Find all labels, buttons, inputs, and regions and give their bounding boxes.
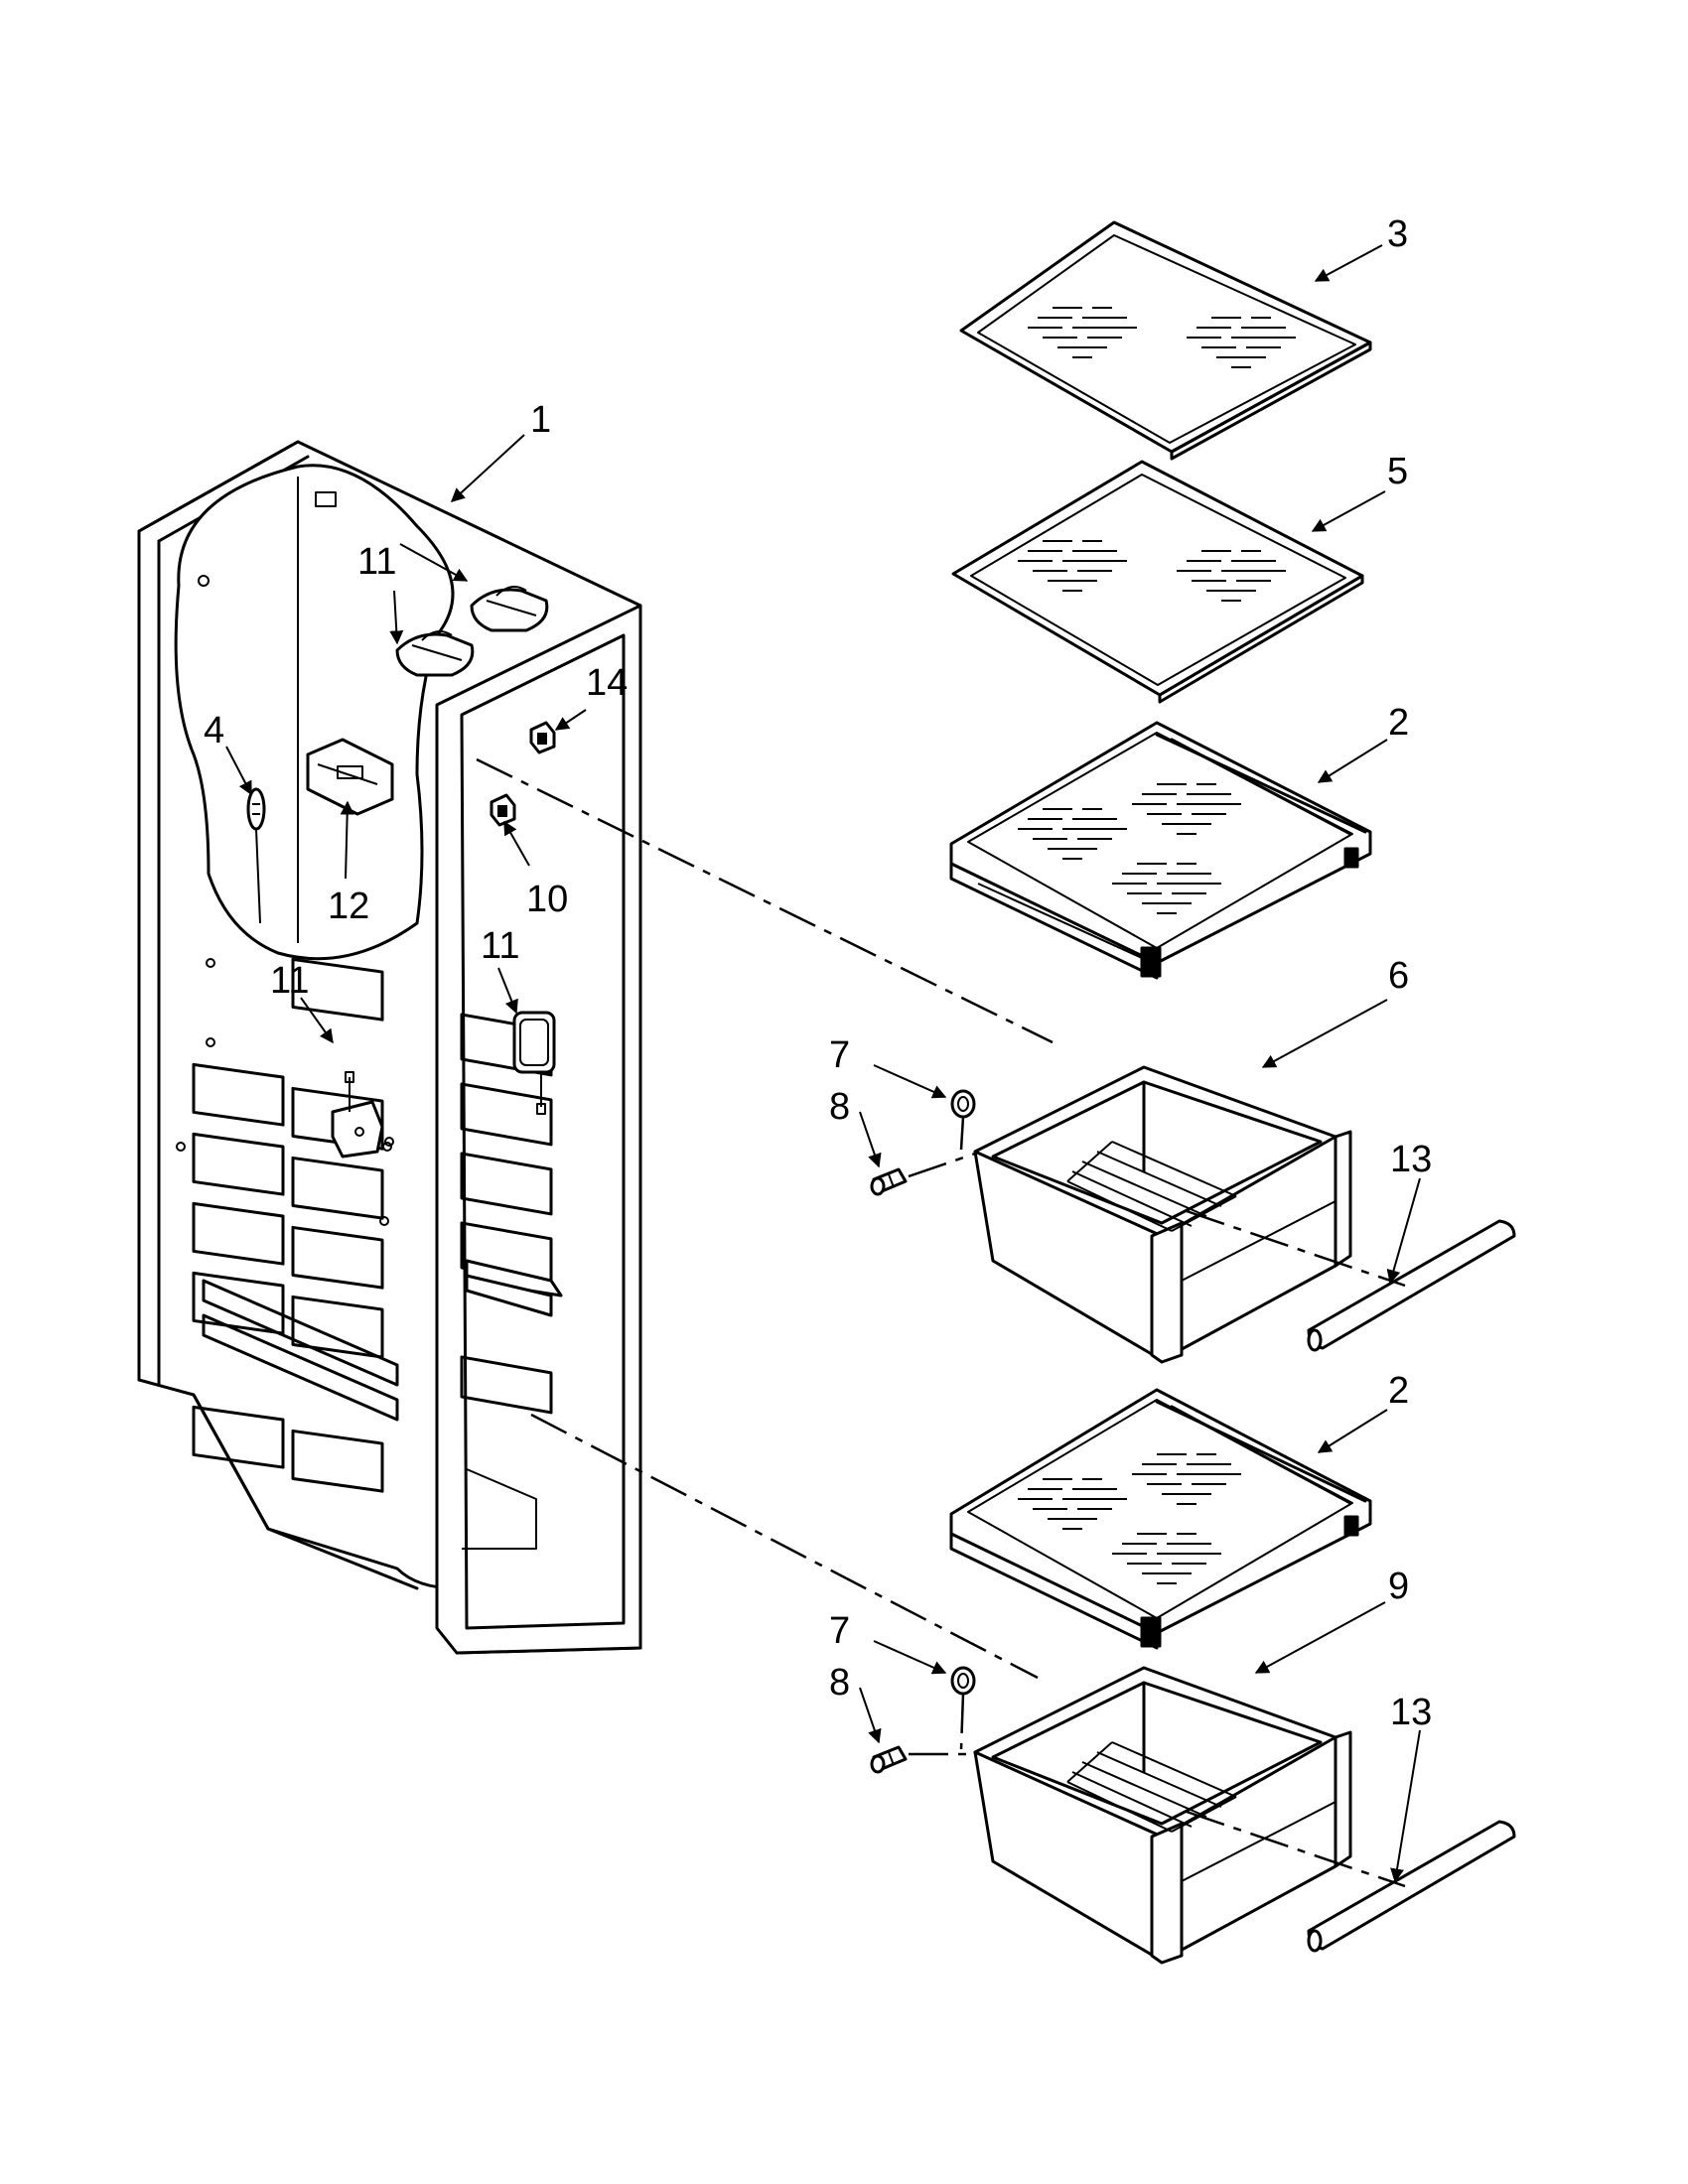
- callout-2-lower: 2: [1388, 1370, 1409, 1412]
- shelf-glass-top: [959, 220, 1372, 461]
- liner-rear-panels: [192, 957, 553, 1493]
- crisper-drawer-upper: [973, 1065, 1352, 1364]
- callout-13-upper: 13: [1390, 1139, 1432, 1180]
- roller-lower: [950, 1666, 976, 1696]
- screw-upper: [870, 1167, 908, 1196]
- callout-5: 5: [1387, 451, 1408, 492]
- callout-10: 10: [526, 879, 568, 920]
- alignment-lines: [476, 757, 1406, 1888]
- screw-lower: [870, 1745, 908, 1774]
- callout-13-lower: 13: [1390, 1692, 1432, 1733]
- callout-11-top: 11: [357, 541, 396, 583]
- callout-8-lower: 8: [829, 1662, 850, 1704]
- callout-14: 14: [586, 662, 628, 704]
- shelf-assembly-lower: [949, 1388, 1372, 1650]
- drawer-trim-lower: [1307, 1820, 1516, 1953]
- shelf-glass-middle: [951, 460, 1364, 704]
- shelf-assembly-upper: [949, 721, 1372, 980]
- callout-1: 1: [530, 399, 551, 441]
- drawer-trim-upper: [1307, 1219, 1516, 1352]
- callout-2-upper: 2: [1388, 702, 1409, 744]
- control-housing: [306, 738, 394, 816]
- callout-9: 9: [1388, 1566, 1409, 1607]
- callout-6: 6: [1388, 955, 1409, 997]
- refrigerator-liner: [137, 440, 642, 1655]
- door-switch-lower: [490, 793, 516, 827]
- light-socket-top-left: [395, 630, 475, 677]
- leader-arrows: [225, 244, 1421, 1883]
- callout-11-rear: 11: [270, 960, 309, 1002]
- crisper-drawer-lower: [973, 1666, 1352, 1965]
- light-socket-side: [512, 1011, 556, 1115]
- door-switch-upper: [529, 721, 556, 754]
- callout-3: 3: [1387, 213, 1408, 255]
- callout-8-upper: 8: [829, 1086, 850, 1128]
- callout-11-side: 11: [481, 925, 519, 967]
- callout-7-upper: 7: [829, 1034, 850, 1076]
- roller-upper: [950, 1089, 976, 1119]
- callout-7-lower: 7: [829, 1610, 850, 1652]
- light-socket-top-right: [470, 586, 549, 632]
- light-socket-rear: [331, 1071, 384, 1159]
- thermistor: [246, 787, 266, 924]
- callout-12: 12: [328, 886, 369, 927]
- callout-4: 4: [204, 710, 224, 751]
